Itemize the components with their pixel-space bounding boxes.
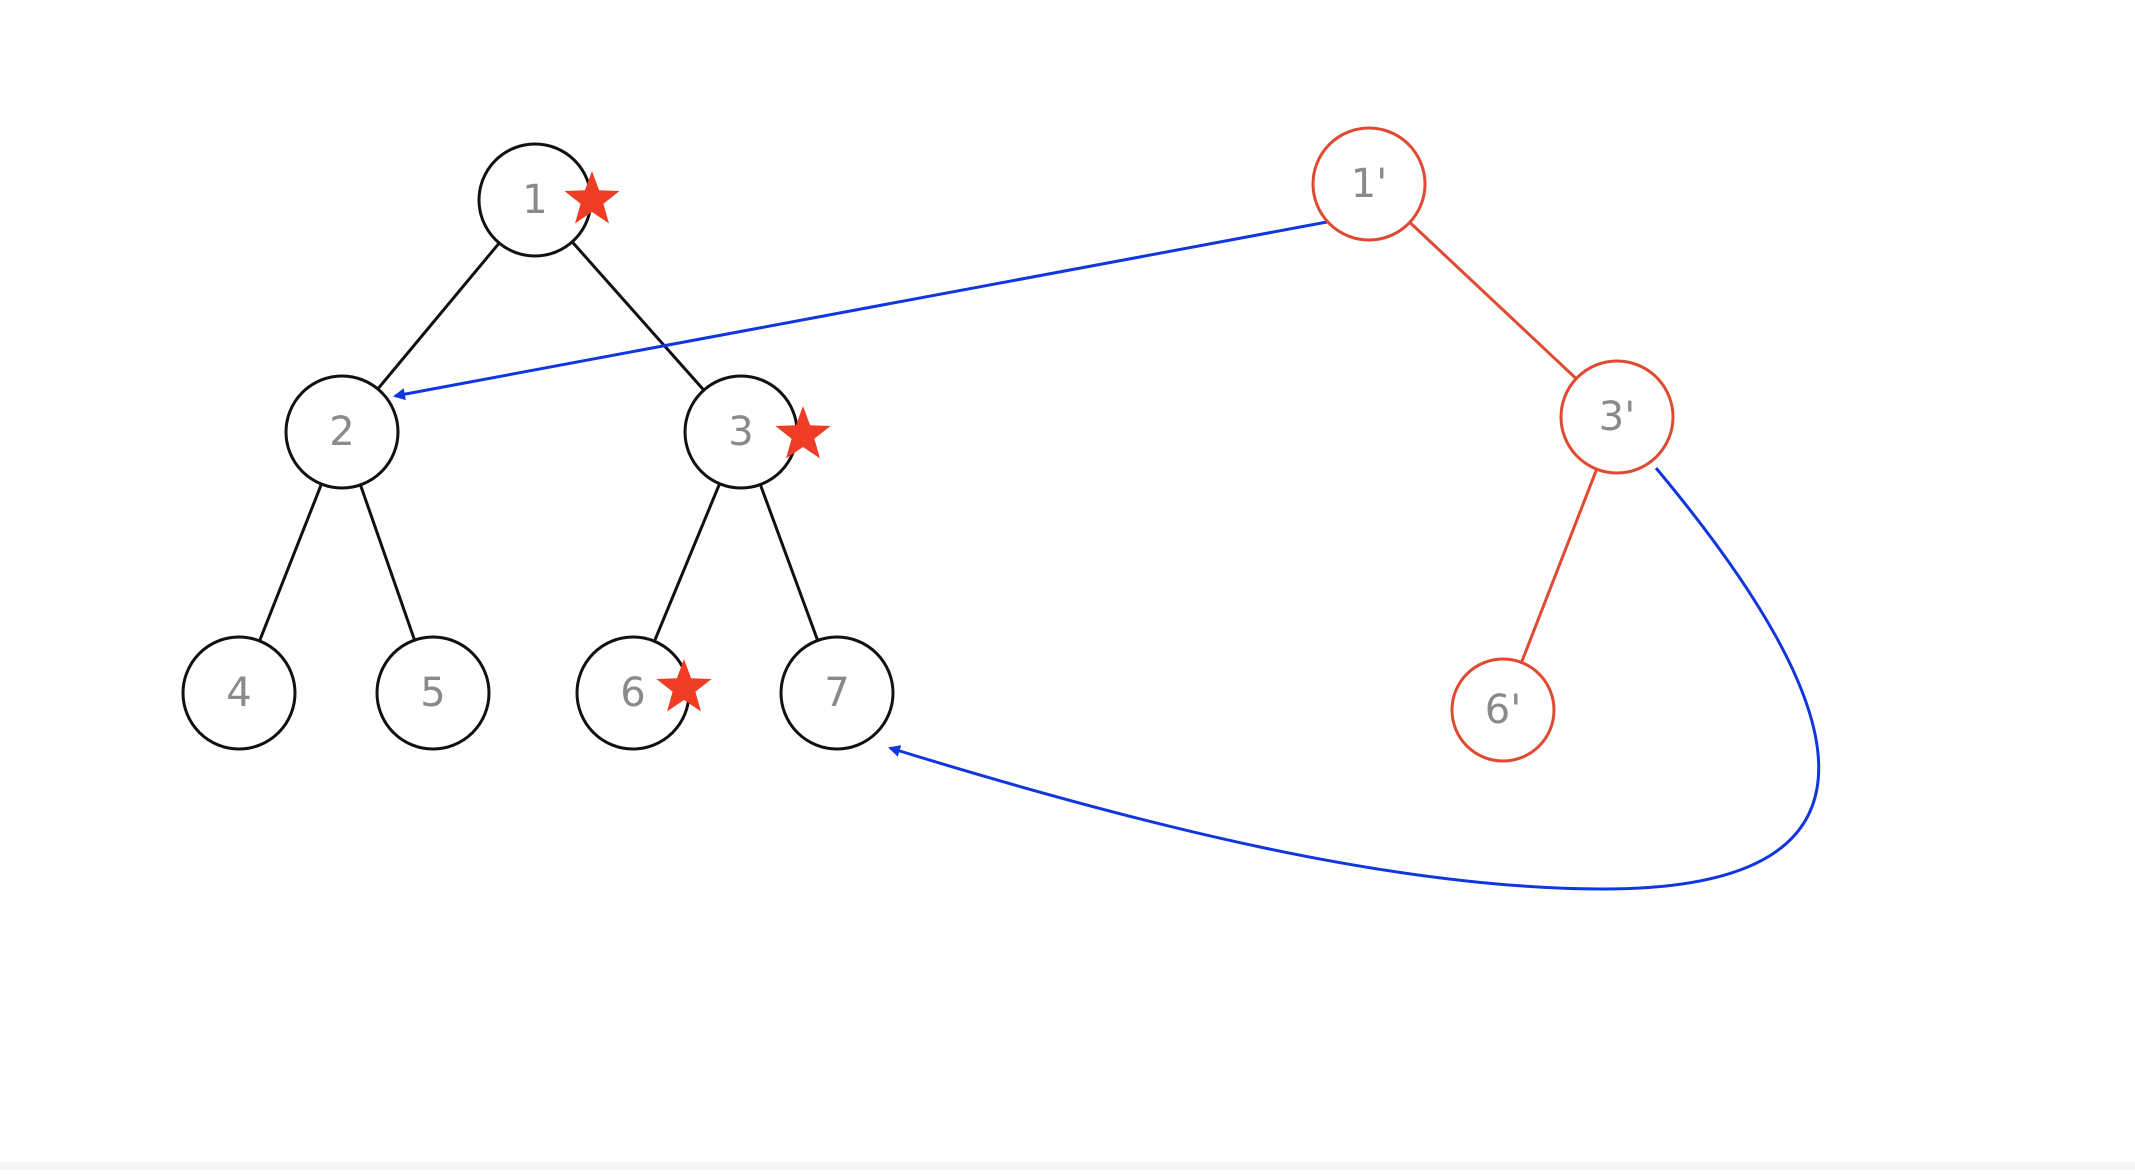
node-circle bbox=[1450, 657, 1556, 763]
node-circle bbox=[1311, 126, 1427, 242]
node-label: 3 bbox=[728, 409, 753, 455]
original-edge-n1-n2 bbox=[376, 241, 501, 391]
original-node-n7: 7 bbox=[779, 635, 895, 751]
node-label: 5 bbox=[420, 670, 445, 716]
node-label: 6 bbox=[620, 670, 645, 716]
original-node-n6: 6 bbox=[575, 635, 691, 751]
node-label: 6' bbox=[1485, 687, 1521, 733]
pointer-arrows bbox=[393, 220, 1821, 891]
star-icon bbox=[775, 406, 831, 459]
node-label: 3' bbox=[1599, 394, 1635, 440]
node-label: 1' bbox=[1351, 161, 1387, 207]
pointer-arrow-c1-to-n2 bbox=[393, 220, 1328, 401]
node-label: 1 bbox=[522, 177, 547, 223]
star-icon bbox=[564, 171, 620, 224]
original-node-n3: 3 bbox=[683, 374, 799, 490]
node-circle bbox=[779, 635, 895, 751]
node-circle bbox=[181, 635, 297, 751]
node-circle bbox=[375, 635, 491, 751]
star-icon bbox=[656, 659, 712, 712]
copied-edge-c3-c6 bbox=[1519, 467, 1599, 664]
node-label: 4 bbox=[226, 670, 251, 716]
original-edge-n2-n4 bbox=[258, 482, 323, 643]
original-node-n2: 2 bbox=[284, 374, 400, 490]
bottom-strip bbox=[0, 1162, 2135, 1170]
original-edge-n3-n7 bbox=[758, 483, 820, 642]
node-label: 2 bbox=[329, 409, 354, 455]
node-circle bbox=[284, 374, 400, 490]
pointer-arrow-c3-to-n7 bbox=[888, 467, 1821, 891]
copied-edge-c1-c3 bbox=[1408, 220, 1578, 381]
original-edge-n1-n3 bbox=[570, 240, 706, 392]
original-node-n1: 1 bbox=[477, 142, 593, 258]
copied-node-c1: 1' bbox=[1311, 126, 1427, 242]
node-label: 7 bbox=[824, 670, 849, 716]
node-circle bbox=[1559, 359, 1675, 475]
original-node-n5: 5 bbox=[375, 635, 491, 751]
tree-nodes: 1 2 3 4 5 6 7 1' 3' 6' bbox=[181, 126, 1675, 763]
tree-edges bbox=[258, 220, 1599, 664]
original-edge-n2-n5 bbox=[358, 483, 417, 642]
original-node-n4: 4 bbox=[181, 635, 297, 751]
star-markers bbox=[564, 171, 831, 712]
original-edge-n3-n6 bbox=[652, 482, 722, 643]
copied-node-c3: 3' bbox=[1559, 359, 1675, 475]
copied-node-c6: 6' bbox=[1450, 657, 1556, 763]
